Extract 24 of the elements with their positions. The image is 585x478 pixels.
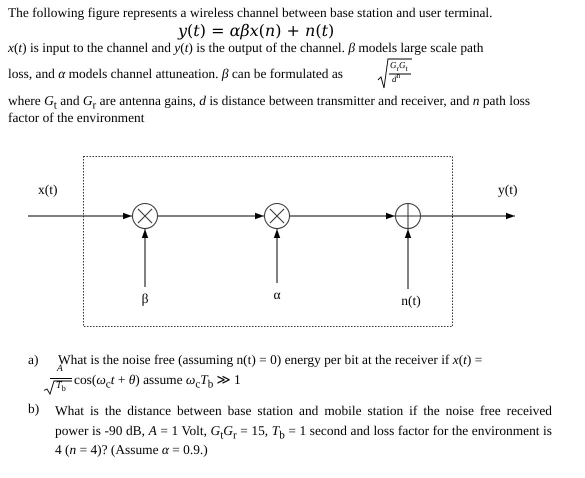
- question-number: b): [28, 401, 40, 417]
- arrow: [274, 228, 280, 284]
- signal-label: n(t): [400, 293, 422, 309]
- fraction-denominator: T$_{b}$: [56, 380, 66, 392]
- edge-label: x(t): [38, 182, 58, 198]
- question-number: a): [28, 352, 38, 368]
- edge-label: y(t): [498, 182, 518, 198]
- equation: y(t) = αβx(n) + n(t): [178, 22, 334, 40]
- arrow: [142, 228, 148, 288]
- description-text: loss, and α models channel attuneation. β can be formulated as: [8, 66, 343, 82]
- description-text: x(t) is input to the channel and y(t) is the output of the channel. β models large scale path: [8, 40, 484, 56]
- signal-label: α: [272, 287, 282, 303]
- fraction-numerator: G$_{r}$G$_{t}$: [390, 60, 408, 71]
- fraction-numerator: A: [57, 364, 63, 376]
- signal-label: β: [140, 291, 150, 307]
- arrow: [158, 212, 264, 220]
- arrow: [404, 228, 412, 290]
- intro-text: The following figure represents a wireless channel between base station and user terminal.: [8, 5, 492, 21]
- arrow: [420, 212, 516, 220]
- fraction-denominator: d$^{n}$: [392, 74, 400, 85]
- arrow: [290, 212, 396, 220]
- question-text: What is the distance between base station and mobile station if the noise free received power is -90 dB, A = 1 Volt, G$_{t}$G$_{r}$ = 15, T$_{b}$ = 1 second and loss factor for the environment is 4 (n = 4)? (Assume α = 0.9.): [55, 402, 552, 459]
- question-text: cos(ω$_{c}$t + θ) assume ω$_{c}$T$_{b}$ ≫ 1: [74, 372, 241, 388]
- arrow: [28, 212, 132, 220]
